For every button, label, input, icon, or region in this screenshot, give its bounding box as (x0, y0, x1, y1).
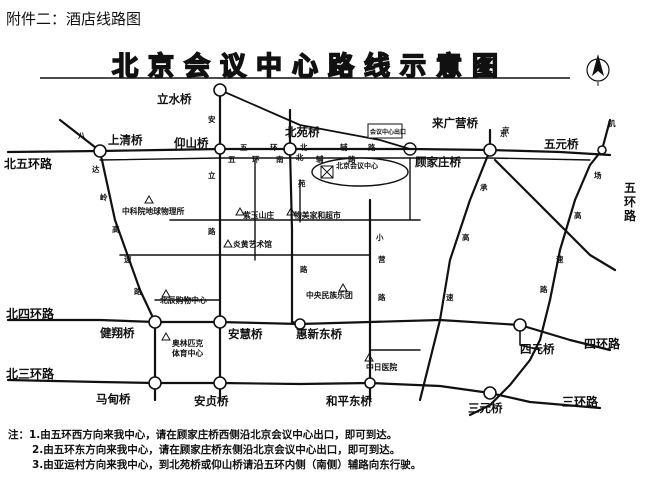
triangle-marker-icon (144, 194, 374, 362)
road-label-badaling: 速 (124, 254, 132, 264)
road-label-fifth-ring-inner: 五 (228, 155, 236, 164)
road-label-beiyuan: 路 (300, 264, 308, 274)
poi-yanhuang: 炎黄艺术馆 (233, 239, 272, 249)
conference-exit-marker (403, 142, 417, 156)
poi-zhongyang: 中央民族乐团 (306, 290, 353, 300)
note-1: 注：1.由五环西方向来我中心，请在顾家庄桥西侧沿北京会议中心出口，即可到达。 (8, 429, 398, 441)
bridge-jianxiangqiao: 健翔桥 (100, 326, 135, 340)
notes-prefix: 注： (8, 429, 29, 441)
bridge-beiyuanqiao: 北苑桥 (285, 125, 320, 139)
north-4th-ring-road (6, 318, 612, 352)
bridge-shangqingqiao: 上清桥 (108, 133, 143, 147)
road-label-jingcheng: 京 (502, 125, 510, 135)
poi-olympic: 奥林匹克 体育中心 (171, 338, 203, 358)
svg-text:五环路: 五环路 (624, 181, 637, 223)
road-label-anli: 立 (208, 170, 216, 180)
ring-north3: 北三环路 (6, 366, 55, 381)
ring-east4: 四环路 (584, 336, 621, 351)
road-label-xiaoying: 路 (378, 292, 386, 302)
road-label-fifth-ring-top: 五 (240, 143, 248, 152)
road-label-anli: 安 (208, 114, 216, 124)
bridge-laiguangyingqiao: 来广营桥 (431, 116, 478, 130)
bridge-anhuiqiao: 安慧桥 (228, 327, 263, 341)
bridge-hepingdongqiao: 和平东桥 (326, 394, 372, 408)
road-label-jingcheng-arrow: 京 (500, 128, 508, 138)
road-label-fifth-ring-inner: 辅 (316, 154, 324, 164)
bridge-lishuiqiao: 立水桥 (157, 92, 192, 106)
road-label-xiaoying: 营 (378, 254, 386, 264)
airport-expressway (493, 158, 617, 272)
road-label-badaling: 八 (77, 131, 86, 140)
conference-center-block (311, 123, 417, 187)
bridge-sanyuanqiao: 三元桥 (468, 401, 503, 415)
poi-beichen: 北辰购物中心 (160, 295, 207, 305)
road-label-jingcheng: 速 (446, 292, 454, 302)
road-label-xiaoying: 小 (376, 232, 384, 242)
road-label-badaling: 岭 (100, 192, 108, 202)
poi-conference-center: 北京会议中心 (336, 161, 378, 170)
document-title: 附件二：酒店线路图 (6, 10, 142, 28)
interchange-markers (93, 83, 607, 400)
road-label-fifth-ring-top: 北 (300, 142, 308, 152)
road-label-airport: 场 (594, 170, 602, 180)
ring-east5: 五环路 (624, 181, 637, 223)
east-5th-ring-road (468, 118, 612, 417)
badaling-expressway (58, 118, 157, 402)
road-label-fifth-ring-inner: 环 (252, 155, 260, 164)
bridge-siyuanqiao: 四元桥 (520, 342, 555, 356)
road-label-airport: 速 (556, 254, 564, 264)
bridge-madianqiao: 马甸桥 (96, 392, 131, 406)
road-label-beiyuan: 苑 (297, 178, 306, 188)
poi-cas: 中科院地球物理所 (122, 206, 185, 216)
road-label-jingcheng: 高 (462, 232, 470, 242)
road-label-airport: 路 (540, 284, 548, 294)
north-3rd-ring-road (6, 378, 602, 410)
road-label-beiyuan: 北 (296, 152, 304, 162)
road-labels: 八达岭高速路安立路北苑路小营路京承高速机场高速路五环南辅路五环北辅路京 (77, 114, 616, 302)
poi-ziyushanzhuang: 紫玉山庄 (243, 210, 274, 220)
note-3: 3.由亚运村方向来我中心，到北苑桥或仰山桥请沿五环内侧（南侧）辅路向东行驶。 (32, 459, 422, 471)
road-label-fifth-ring-top: 环 (270, 143, 278, 152)
road-label-fifth-ring-inner: 路 (348, 154, 356, 164)
bridge-anzhenqiao: 安贞桥 (194, 394, 229, 408)
bridge-huixindongqiao: 惠新东桥 (296, 327, 342, 341)
north-arrow-icon (586, 54, 610, 86)
road-label-airport: 高 (574, 210, 582, 220)
road-label-badaling: 达 (92, 164, 100, 174)
ring-north5: 北五环路 (4, 156, 53, 171)
road-label-fifth-ring-top: 路 (368, 142, 376, 152)
road-label-badaling: 高 (112, 224, 120, 234)
road-label-fifth-ring-inner: 南 (276, 154, 284, 164)
bridge-wuyuanqiao: 五元桥 (544, 137, 579, 151)
ring-east3: 三环路 (562, 394, 599, 409)
bridge-gujiazhuangqiao: 顾家庄桥 (415, 155, 461, 169)
road-label-anli: 路 (208, 226, 216, 236)
road-to-conference-center (219, 89, 411, 150)
ring-north4: 北四环路 (6, 306, 55, 321)
road-label-airport: 机 (608, 118, 616, 128)
note-2: 2.由五环东方向来我中心，请在顾家庄桥东侧沿北京会议中心出口，即可到达。 (32, 444, 401, 456)
svg-text:体育中心: 体育中心 (172, 348, 203, 358)
jingcheng-expressway (418, 128, 492, 402)
notes-section: 注：1.由五环西方向来我中心，请在顾家庄桥西侧沿北京会议中心出口，即可到达。 2… (8, 428, 421, 473)
bridge-yangshanqiao: 仰山桥 (174, 136, 209, 150)
road-label-fifth-ring-top: 辅 (340, 142, 348, 152)
poi-zhongri: 中日医院 (366, 362, 397, 372)
road-label-badaling: 路 (134, 286, 142, 296)
road-label-jingcheng: 承 (480, 183, 488, 192)
poi-exit: 会议中心出口 (370, 128, 406, 136)
svg-text:奥林匹克: 奥林匹克 (171, 338, 203, 348)
poi-wumart: 物美家和超市 (294, 210, 341, 220)
